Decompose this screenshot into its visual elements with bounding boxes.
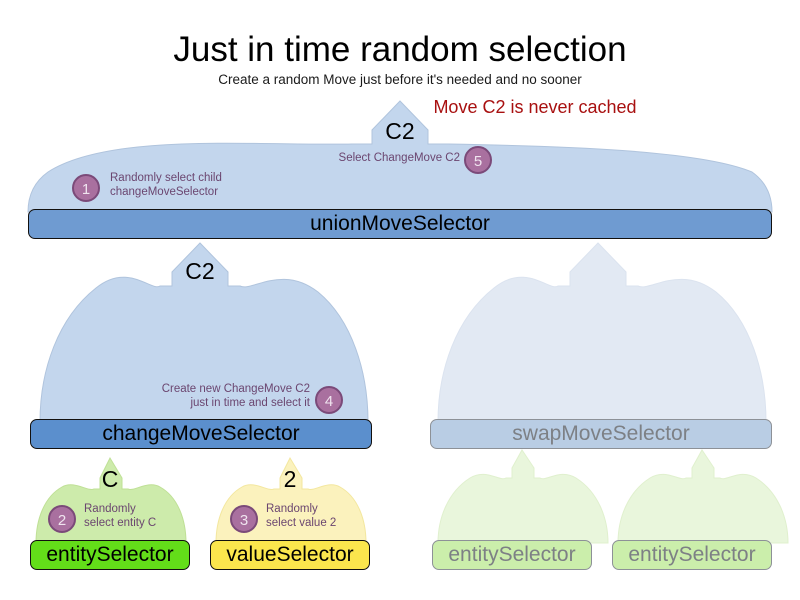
node-change-move-selector-label: changeMoveSelector [102,422,300,445]
annotation-badge-4: 4 [315,386,343,414]
flow-label-entity-out: C [101,466,119,492]
node-change-move-selector[interactable]: changeMoveSelector [30,419,372,449]
node-entity-selector-right-1[interactable]: entitySelector [432,540,592,570]
arrow-entity-right1-out [437,449,609,544]
callout-text: Move C2 is never cached [433,97,637,117]
node-entity-selector-left-label: entitySelector [46,543,174,566]
node-entity-selector-right-2-label: entitySelector [628,543,756,566]
arrow-entity-right2-out [617,449,789,544]
node-entity-selector-right-2[interactable]: entitySelector [612,540,772,570]
node-union-move-selector[interactable]: unionMoveSelector [28,209,772,239]
arrow-swap-out [437,242,767,423]
flow-label-union-out: C2 [385,118,415,144]
annotation-badge-3: 3 [230,505,258,533]
flow-label-change-out: C2 [185,258,215,284]
node-swap-move-selector[interactable]: swapMoveSelector [430,419,772,449]
annotation-badge-5: 5 [464,146,492,174]
arrow-change-out [39,242,369,423]
node-value-selector-label: valueSelector [226,543,354,566]
callout-never-cached: Move C2 is never cached [0,97,800,118]
node-entity-selector-right-1-label: entitySelector [448,543,576,566]
arrow-union-out [27,100,773,213]
node-value-selector[interactable]: valueSelector [210,540,370,570]
node-union-move-selector-label: unionMoveSelector [310,212,490,235]
flow-label-value-out: 2 [283,466,297,492]
node-entity-selector-left[interactable]: entitySelector [30,540,190,570]
annotation-text-5: Select ChangeMove C2 [338,152,460,164]
node-swap-move-selector-label: swapMoveSelector [512,422,690,445]
annotation-badge-1: 1 [72,174,100,202]
page-subtitle: Create a random Move just before it's ne… [218,72,582,87]
annotation-badge-2: 2 [48,505,76,533]
page-title: Just in time random selection [173,30,627,69]
